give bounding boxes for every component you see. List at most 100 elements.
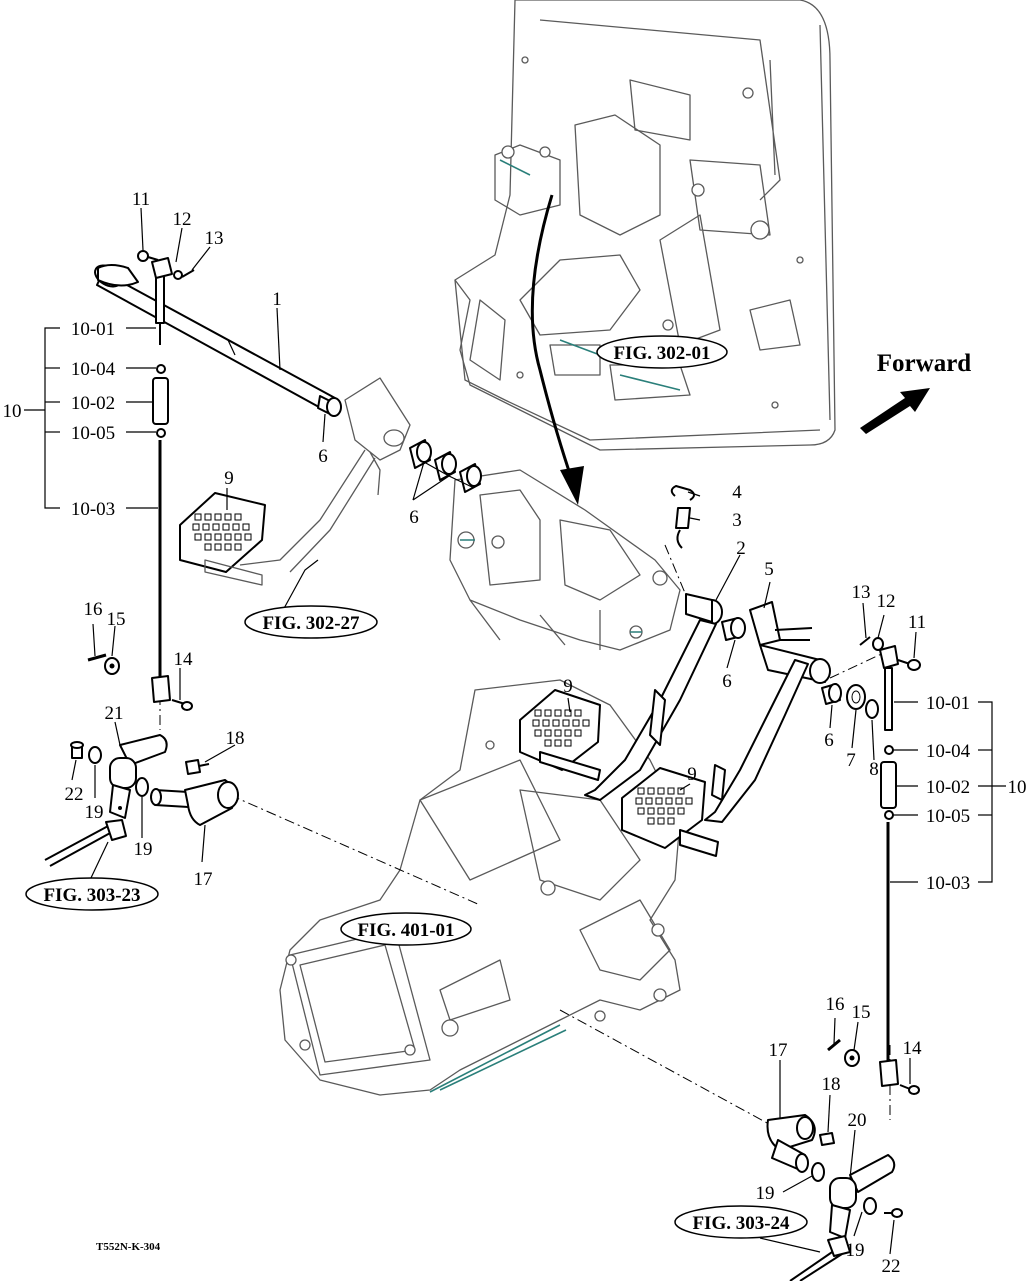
callout-5: 5: [764, 559, 774, 580]
callout-16-left: 16: [84, 599, 103, 620]
callout-20: 20: [848, 1110, 867, 1131]
left-rod-10-05: 10-05: [71, 423, 115, 444]
left-rod-10-01: 10-01: [71, 319, 115, 340]
right-rod-10-04: 10-04: [926, 741, 971, 762]
callout-22-right: 22: [882, 1256, 901, 1277]
callout-16-right: 16: [826, 994, 845, 1015]
fig-ref-302-27[interactable]: FIG. 302-27: [244, 605, 378, 639]
pedal-pad-center: [519, 689, 601, 781]
ring-19-left-b: [135, 777, 149, 797]
callout-19-right-b: 19: [846, 1240, 865, 1261]
callout-13-right: 13: [852, 582, 871, 603]
clip-13-right: [859, 636, 871, 646]
callout-11-right: 11: [908, 612, 926, 633]
fig-ref-302-01-text: FIG. 302-01: [613, 343, 710, 364]
bushings-center: [409, 439, 482, 493]
lever-21: [109, 734, 168, 819]
spring-3: [675, 507, 691, 549]
callout-8: 8: [869, 759, 879, 780]
cable-right: [789, 1235, 851, 1281]
leader-lines: [24, 207, 1006, 1255]
bolt-14-right: [899, 1084, 920, 1095]
callout-13-left: 13: [205, 228, 224, 249]
washer-15-right: [844, 1049, 860, 1067]
left-pedal-arm: [239, 377, 411, 573]
callout-1: 1: [272, 289, 282, 310]
washer-15-left: [104, 657, 120, 675]
left-rod-10-03: 10-03: [71, 499, 115, 520]
callout-12-left: 12: [173, 209, 192, 230]
bolt-18-left: [185, 759, 210, 775]
fig-ref-303-24[interactable]: FIG. 303-24: [674, 1205, 808, 1239]
clip-13-left: [173, 269, 195, 280]
fig-ref-303-23[interactable]: FIG. 303-23: [25, 877, 159, 911]
callout-22-left: 22: [65, 784, 84, 805]
callout-9-right: 9: [687, 764, 697, 785]
ring-19-left-a: [88, 746, 102, 764]
fig-ref-303-23-text: FIG. 303-23: [43, 885, 140, 906]
cross-shaft: [94, 264, 336, 413]
callout-arrow: [530, 194, 584, 505]
callout-6-center: 6: [409, 507, 419, 528]
callout-6-right-a: 6: [722, 671, 732, 692]
callout-14-left: 14: [174, 649, 194, 670]
fig-ref-401-01-text: FIG. 401-01: [357, 920, 454, 941]
cable-left: [44, 819, 127, 867]
callout-12-right: 12: [877, 591, 896, 612]
left-rod-10-04: 10-04: [71, 359, 116, 380]
fig-ref-303-24-text: FIG. 303-24: [692, 1213, 790, 1234]
left-rod-group-label: 10: [3, 401, 22, 422]
pedal-pad-left: [179, 492, 266, 586]
pedal-arm-2: [584, 593, 723, 801]
drawing-code: T552N-K-304: [96, 1241, 161, 1253]
bushing-6-right-b: [821, 683, 842, 705]
washer-7: [846, 684, 866, 710]
callout-9-left: 9: [224, 468, 234, 489]
pedal-arm-5: [704, 601, 831, 823]
bolt-11-left: [137, 250, 159, 262]
lever-20: [829, 1154, 896, 1239]
ring-19-right-b: [863, 1197, 877, 1215]
right-rod-10-02: 10-02: [926, 777, 970, 798]
washer-12-right: [872, 637, 884, 651]
bushing-shaft-end: [317, 395, 342, 417]
bolt-22-left: [70, 741, 84, 759]
callout-19-left-a: 19: [85, 802, 104, 823]
left-rod-labels: 10 10-01 10-04 10-02 10-05 10-03: [3, 319, 116, 520]
callout-17-right: 17: [769, 1040, 788, 1061]
callout-15-right: 15: [852, 1002, 871, 1023]
callout-7: 7: [846, 750, 856, 771]
forward-arrow: [860, 388, 930, 434]
upper-frame-ghost: [454, 0, 836, 451]
callout-6-right-b: 6: [824, 730, 834, 751]
callout-2: 2: [736, 538, 746, 559]
callout-14-right: 14: [903, 1038, 923, 1059]
callout-11-left: 11: [132, 189, 150, 210]
callout-19-right-a: 19: [756, 1183, 775, 1204]
forward-label: Forward: [877, 350, 972, 377]
fig-ref-302-01[interactable]: FIG. 302-01: [596, 335, 728, 369]
right-rod-10-01: 10-01: [926, 693, 970, 714]
spring-4: [670, 485, 695, 501]
ring-8: [865, 699, 879, 719]
callout-18-left: 18: [226, 728, 245, 749]
bolt-22-right: [884, 1208, 903, 1218]
pin-16-left: [87, 653, 107, 662]
callout-18-right: 18: [822, 1074, 841, 1095]
right-rod-10-03: 10-03: [926, 873, 970, 894]
left-rod-10-02: 10-02: [71, 393, 115, 414]
bolt-14-left: [171, 699, 193, 711]
left-rod-assembly: [151, 257, 173, 703]
fig-ref-401-01[interactable]: FIG. 401-01: [340, 912, 472, 946]
fig-ref-302-27-text: FIG. 302-27: [262, 613, 360, 634]
bolt-18-right: [819, 1132, 835, 1146]
right-rod-labels: 10 10-01 10-04 10-02 10-05 10-03: [926, 693, 1027, 894]
shaft-lever-17-right: [766, 1114, 816, 1173]
right-rod-10-05: 10-05: [926, 806, 970, 827]
pedal-bracket-assembly: [449, 469, 681, 651]
right-rod-group-label: 10: [1008, 777, 1027, 798]
pin-16-right: [827, 1038, 841, 1052]
callout-19-left-b: 19: [134, 839, 153, 860]
right-rod-assembly: [879, 645, 899, 1087]
